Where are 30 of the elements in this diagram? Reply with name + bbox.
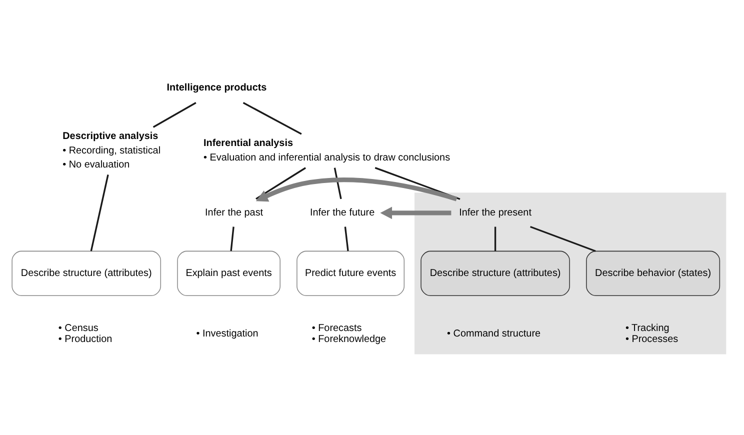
node-text: Descriptive analysis • Recording, statistical • No evaluation [62,130,161,170]
node-label: • Census [58,323,98,334]
arrow [256,178,458,202]
connector [152,102,196,128]
node-label: • Tracking [625,323,670,334]
node-text: Inferential analysis • Evaluation and inferential analysis to draw conclusions [204,138,450,164]
node-label: • Investigation [196,328,258,340]
arrow [380,206,452,220]
connector [374,166,460,200]
node-box: Describe behavior (states) [586,250,720,296]
connector [494,226,496,252]
node-label: • Foreknowledge [312,334,386,345]
node-box: Describe structure (attributes) [420,250,570,296]
node-box: Describe structure (attributes) [12,250,162,296]
node-text: Intelligence products [166,82,267,94]
node-label: • Command structure [447,328,541,340]
node-box: Predict future events [296,250,405,296]
connector [334,168,342,200]
connector [242,102,302,135]
connector [530,226,596,252]
node-label: • Processes [625,334,678,345]
node-box: Explain past events [177,250,280,296]
connector [90,174,109,252]
connector [344,226,349,252]
node-label: • Forecasts [312,323,362,334]
node-text: Infer the future [310,208,375,219]
connector [256,167,306,200]
node-label: • Production [58,334,112,345]
node-text: Infer the past [205,208,264,219]
connector [230,226,234,252]
